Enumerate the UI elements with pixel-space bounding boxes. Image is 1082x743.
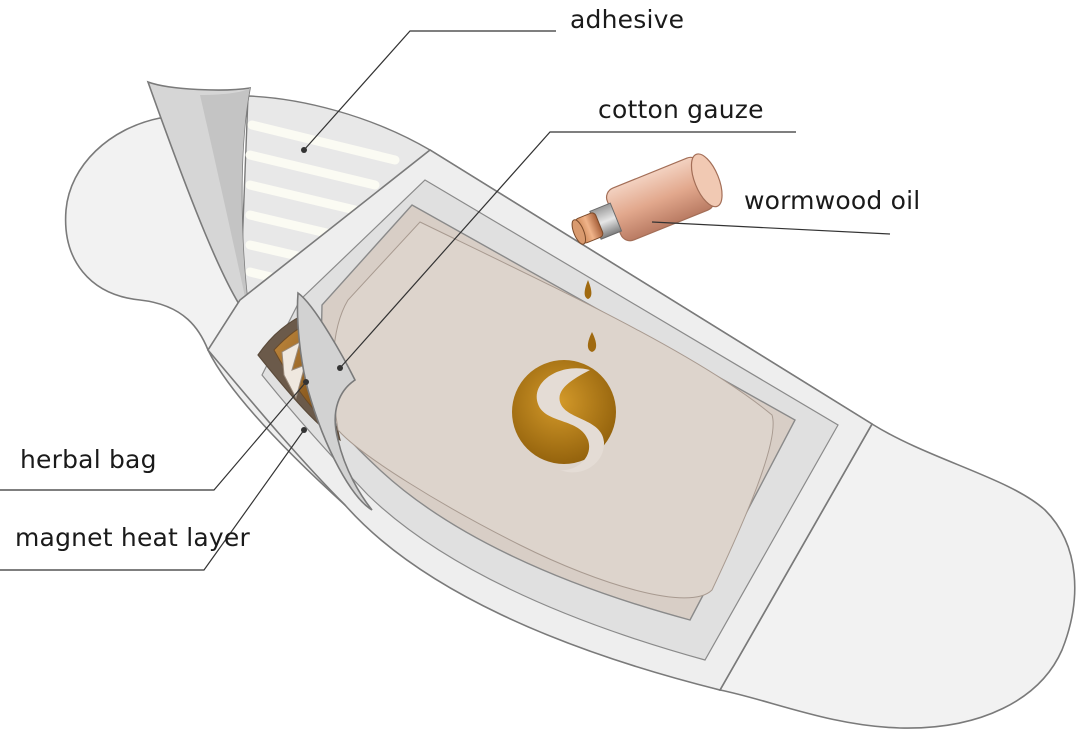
label-cotton-gauze: cotton gauze (598, 95, 764, 124)
oil-drop-1 (584, 280, 592, 299)
leader-cotton-gauze (339, 131, 796, 369)
leader-adhesive (303, 30, 556, 151)
label-herbal-bag: herbal bag (20, 445, 157, 474)
label-adhesive: adhesive (570, 5, 685, 34)
label-wormwood-oil: wormwood oil (744, 186, 921, 215)
leader-dots (301, 147, 343, 433)
adhesive-flap-shade (200, 88, 250, 320)
adhesive-stripes (245, 120, 400, 289)
belt-right-wing (718, 422, 1076, 729)
leader-lines (0, 30, 891, 571)
label-magnet-heat-layer: magnet heat layer (15, 523, 250, 552)
leader-herbal-bag (0, 381, 307, 491)
leader-wormwood-oil (651, 221, 891, 235)
oil-drop-2 (587, 332, 597, 352)
wormwood-oil-bottle (571, 153, 723, 245)
logo-symbol (512, 360, 616, 473)
leader-magnet-heat-layer (0, 429, 305, 571)
